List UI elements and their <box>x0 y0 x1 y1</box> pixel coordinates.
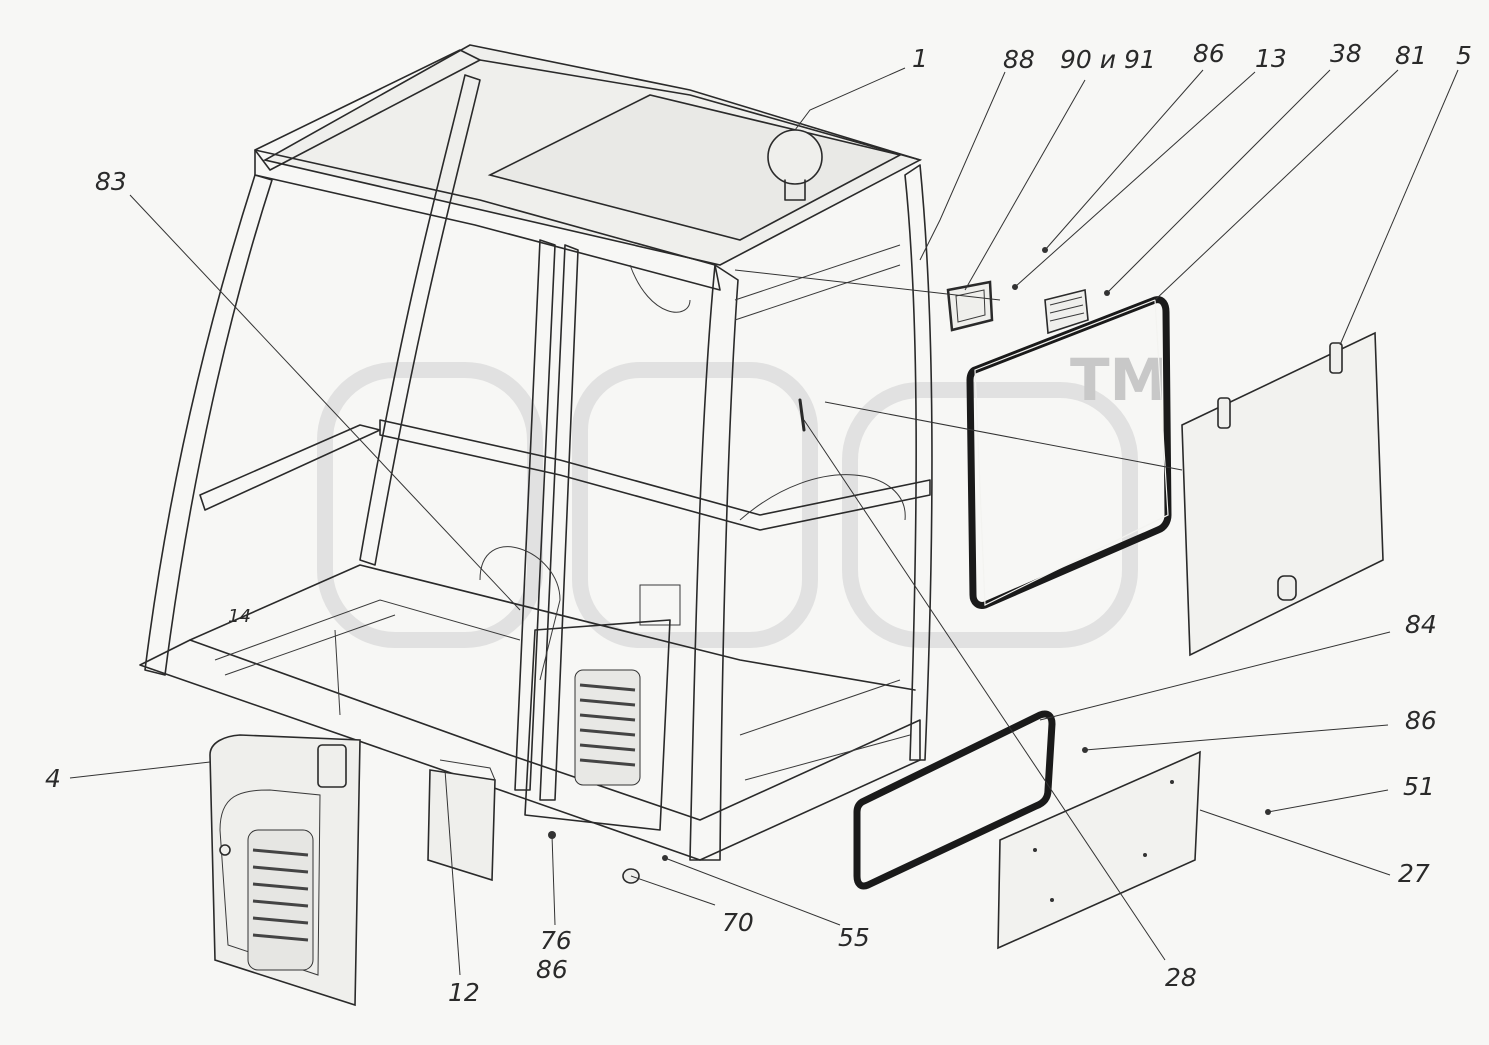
watermark-tm: TM <box>1070 346 1167 414</box>
part-5-window-glass <box>1181 331 1384 657</box>
part-38-vent-grille <box>1044 288 1089 335</box>
part-12-bracket <box>427 759 496 882</box>
label-70: 70 <box>722 908 754 937</box>
label-86-top: 86 <box>1193 39 1225 68</box>
label-5: 5 <box>1456 41 1472 70</box>
cab-floor-front <box>139 639 921 861</box>
label-4: 4 <box>45 764 61 793</box>
label-13: 13 <box>1255 44 1287 73</box>
rear-right-pillar <box>904 164 933 761</box>
label-55: 55 <box>838 923 870 952</box>
left-rear-pillar <box>359 74 481 566</box>
rear-roof-rail <box>479 59 921 161</box>
door-panel-outline <box>524 619 671 831</box>
callout-labels: 1 88 90 и 91 86 13 38 81 5 83 84 86 51 2… <box>45 39 1472 1007</box>
label-14: 14 <box>228 606 251 627</box>
part-81-window-gasket <box>966 296 1172 609</box>
label-86-bottom: 86 <box>536 955 568 984</box>
seat-back <box>739 474 906 521</box>
rear-mid-rail <box>379 419 931 531</box>
label-84: 84 <box>1405 610 1437 639</box>
left-a-pillar <box>144 174 273 676</box>
door-pillar-right <box>539 244 579 801</box>
label-1: 1 <box>912 44 928 73</box>
label-12: 12 <box>448 978 480 1007</box>
part-27-lower-glass <box>997 750 1201 950</box>
part-88-small-gasket <box>946 280 994 332</box>
label-27: 27 <box>1398 859 1430 888</box>
part-4-side-panel <box>209 734 361 1007</box>
watermark-logo: TM <box>317 346 1167 648</box>
label-83: 83 <box>95 167 127 196</box>
label-51: 51 <box>1403 772 1435 801</box>
label-90-91: 90 и 91 <box>1060 45 1156 74</box>
door-pillar-left <box>514 239 556 791</box>
cab-frame <box>139 44 933 861</box>
mirror-arc <box>629 264 691 313</box>
left-side-rail <box>199 424 381 511</box>
cab-floor-rear <box>189 564 916 691</box>
beacon-lamp <box>767 129 823 185</box>
label-81: 81 <box>1395 41 1427 70</box>
upper-rear-rail <box>734 244 901 321</box>
label-76: 76 <box>540 926 572 955</box>
door-louver <box>574 669 641 786</box>
front-right-pillar <box>689 264 739 861</box>
leader-lines <box>69 67 1459 976</box>
door-lock-block <box>639 584 681 626</box>
floor-detail <box>214 599 521 676</box>
lower-rear-rail <box>739 679 911 781</box>
wiper-rod <box>334 629 341 716</box>
handrail <box>479 546 561 681</box>
beacon-base <box>784 179 806 201</box>
label-88: 88 <box>1003 45 1035 74</box>
label-38: 38 <box>1330 39 1362 68</box>
label-86-right: 86 <box>1405 706 1437 735</box>
label-28: 28 <box>1165 963 1197 992</box>
